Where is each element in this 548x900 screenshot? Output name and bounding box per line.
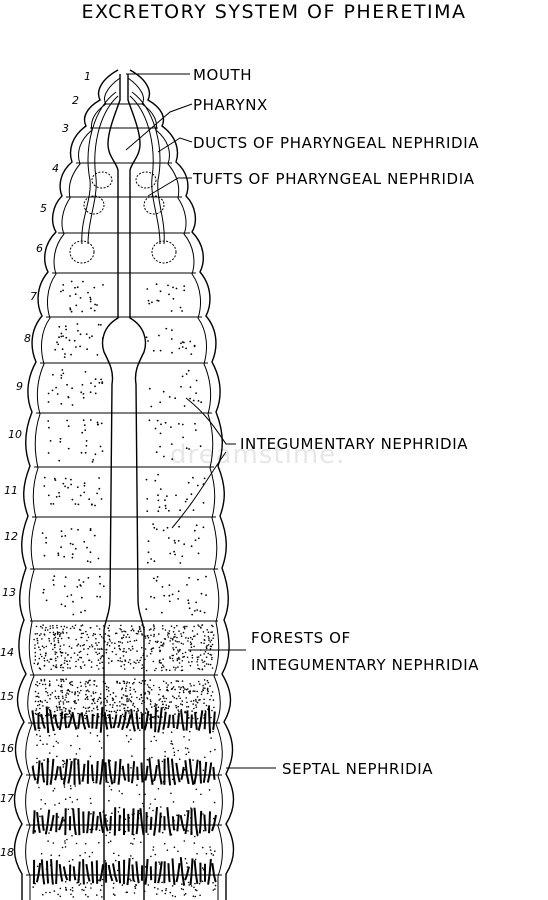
segment-number-17: 17 (0, 792, 14, 805)
label-mouth: MOUTH (193, 66, 252, 84)
segment-number-5: 5 (40, 202, 47, 215)
segment-number-4: 4 (52, 162, 59, 175)
body-outline-left (13, 69, 119, 900)
segment-number-6: 6 (36, 242, 43, 255)
segment-number-18: 18 (0, 846, 14, 859)
segment-number-15: 15 (0, 690, 14, 703)
segment-number-12: 12 (4, 530, 18, 543)
label-ducts: DUCTS OF PHARYNGEAL NEPHRIDIA (193, 134, 479, 152)
segment-number-1: 1 (84, 70, 91, 83)
segment-number-3: 3 (62, 122, 69, 135)
label-forests-line2: INTEGUMENTARY NEPHRIDIA (251, 656, 479, 674)
duct-left (81, 91, 117, 245)
label-septal: SEPTAL NEPHRIDIA (282, 760, 433, 778)
gut-outline (101, 74, 121, 900)
duct-right (131, 91, 165, 245)
label-forests-line1: FORESTS OF (251, 629, 351, 647)
forest-nephridia-dots (32, 624, 217, 898)
body-outline-right (129, 69, 235, 900)
segment-number-9: 9 (16, 380, 23, 393)
label-integumentary: INTEGUMENTARY NEPHRIDIA (240, 435, 468, 453)
pharyngeal-tufts (69, 171, 177, 264)
label-pharynx: PHARYNX (193, 96, 268, 114)
duct-left-2 (87, 95, 119, 245)
segment-number-13: 13 (2, 586, 16, 599)
segment-number-11: 11 (4, 484, 18, 497)
leader-lines (125, 73, 276, 769)
segment-number-14: 14 (0, 646, 14, 659)
segment-number-8: 8 (24, 332, 31, 345)
body-inner-left (25, 77, 121, 900)
integumentary-nephridia-dots (41, 280, 208, 616)
body-inner-right (127, 77, 223, 900)
segment-number-7: 7 (30, 290, 37, 303)
diagram-title: EXCRETORY SYSTEM OF PHERETIMA (81, 1, 467, 23)
label-tufts: TUFTS OF PHARYNGEAL NEPHRIDIA (192, 170, 475, 188)
duct-right-2 (129, 95, 161, 245)
segment-number-10: 10 (8, 428, 22, 441)
septal-nephridia-tufts (31, 705, 217, 886)
septa (26, 103, 222, 876)
segment-number-2: 2 (72, 94, 79, 107)
segment-number-16: 16 (0, 742, 14, 755)
watermark: dreamstime. (170, 440, 346, 470)
